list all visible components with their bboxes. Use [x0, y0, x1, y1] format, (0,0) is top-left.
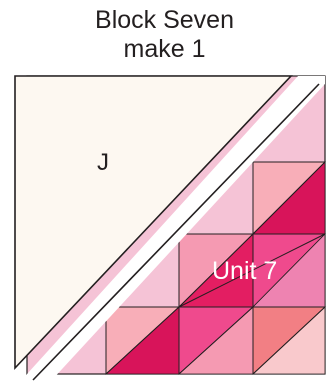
block-quantity: make 1 — [123, 35, 206, 63]
unit-7-label: Unit 7 — [212, 257, 277, 285]
unit-7-seams — [105, 161, 326, 375]
piece-j-label: J — [97, 149, 109, 176]
block-title: Block Seven — [95, 6, 234, 34]
diagonal-gap — [27, 76, 325, 381]
block-heading: Block Seven make 1 — [0, 6, 329, 64]
diagonal-seam-outline — [32, 83, 320, 381]
piece-j — [14, 75, 293, 371]
